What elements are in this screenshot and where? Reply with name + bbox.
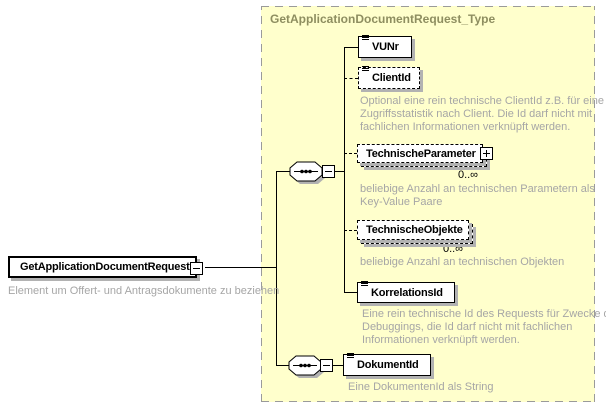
sequence-icon[interactable] — [289, 161, 327, 185]
annotation-dokumentid: Eine DokumentenId als String — [348, 381, 494, 393]
element-label: TechnischeParameter — [366, 147, 476, 160]
connector-line — [344, 47, 358, 48]
annotation-technischeobjekte: beliebige Anzahl an technischen Objekten — [360, 256, 565, 268]
text-content-icon — [361, 281, 368, 286]
text-content-icon — [347, 353, 354, 358]
occurrence-label: 0..∞ — [442, 243, 464, 255]
collapse-icon[interactable] — [190, 262, 203, 275]
sequence-icon[interactable] — [288, 355, 326, 379]
element-vunr[interactable]: VUNr — [358, 35, 412, 58]
element-label: KorrelationsId — [371, 286, 443, 299]
text-content-icon — [362, 35, 369, 40]
element-label: ClientId — [372, 72, 411, 84]
annotation-technischeparameter: beliebige Anzahl an technischen Paramete… — [360, 183, 595, 208]
connector-line — [344, 47, 345, 292]
connector-line — [276, 171, 277, 366]
connector-line-optional — [344, 153, 357, 154]
connector-line — [335, 171, 344, 172]
annotation-root: Element um Offert- und Antragsdokumente … — [8, 285, 280, 297]
annotation-clientid: Optional eine rein technische ClientId z… — [360, 95, 604, 133]
expand-icon[interactable] — [480, 147, 493, 160]
type-title: GetApplicationDocumentRequest_Type — [270, 12, 496, 26]
occurrence-label: 0..∞ — [457, 169, 479, 181]
element-technischeparameter[interactable]: TechnischeParameter — [357, 144, 493, 163]
element-getapplicationdocumentrequest[interactable]: GetApplicationDocumentRequest — [8, 256, 203, 278]
element-dokumentid[interactable]: DokumentId — [343, 353, 431, 376]
type-container — [261, 6, 595, 402]
connector-line-optional — [344, 78, 358, 79]
connector-line-optional — [344, 230, 357, 231]
element-korrelationsid[interactable]: KorrelationsId — [357, 281, 455, 303]
connector-line — [276, 171, 290, 172]
element-clientid[interactable]: ClientId — [358, 66, 420, 89]
text-content-icon — [362, 66, 369, 71]
element-technischeobjekte[interactable]: TechnischeObjekte — [357, 220, 469, 240]
element-label: DokumentId — [357, 359, 419, 371]
connector-line — [276, 365, 289, 366]
element-label: GetApplicationDocumentRequest — [20, 261, 190, 273]
element-label: VUNr — [372, 41, 399, 53]
element-label: TechnischeObjekte — [366, 224, 463, 236]
annotation-korrelationsid: Eine rein technische Id des Requests für… — [362, 308, 606, 346]
collapse-icon[interactable] — [322, 165, 335, 178]
connector-line — [205, 267, 276, 268]
connector-line — [333, 365, 343, 366]
collapse-icon[interactable] — [320, 359, 333, 372]
connector-line — [344, 292, 357, 293]
